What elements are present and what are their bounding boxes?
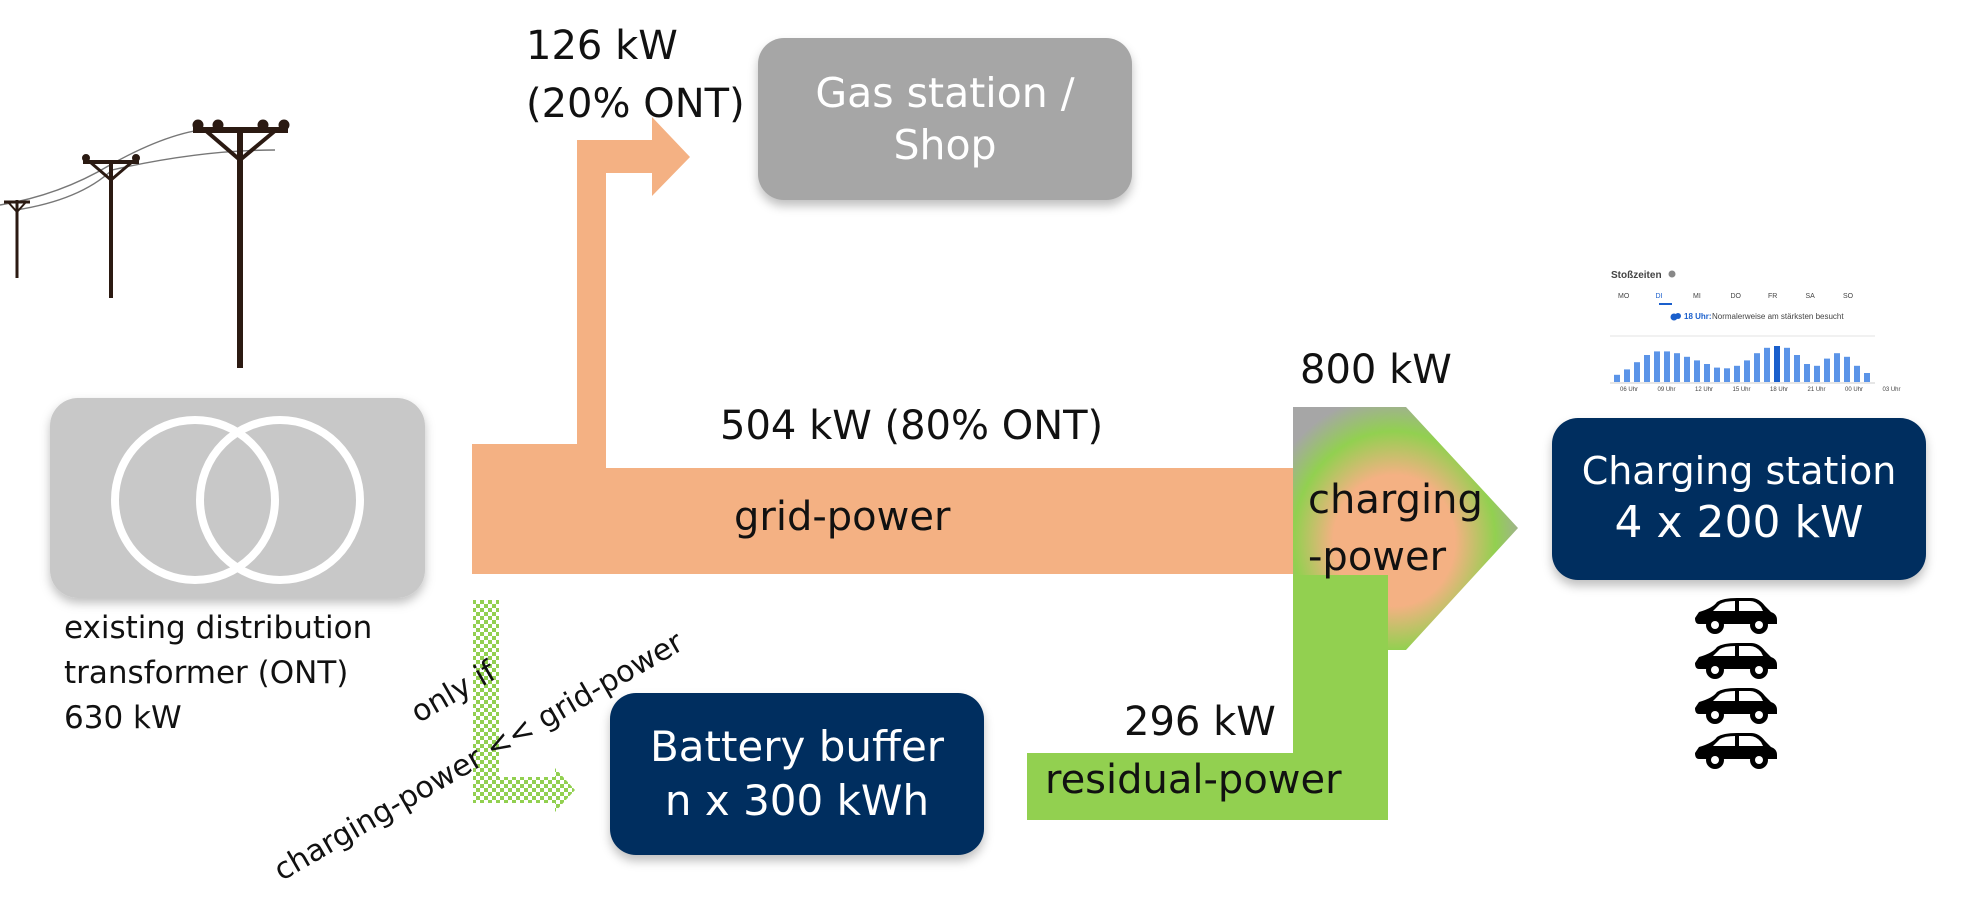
gas-station-power: 126 kW bbox=[526, 23, 678, 69]
peak-times-bar bbox=[1734, 365, 1740, 382]
peak-times-hour: 15 Uhr bbox=[1732, 387, 1751, 393]
charging-power-value: 800 kW bbox=[1300, 347, 1452, 393]
peak-times-bar bbox=[1784, 347, 1790, 382]
gas-station-flow-arrow bbox=[577, 117, 690, 445]
peak-times-hour: 18 Uhr bbox=[1770, 387, 1789, 393]
peak-times-chart bbox=[1614, 346, 1870, 382]
peak-times-bar bbox=[1804, 364, 1810, 382]
peak-times-hour: 06 Uhr bbox=[1620, 387, 1639, 393]
gas-station-share: (20% ONT) bbox=[526, 81, 745, 127]
car-icon bbox=[1695, 643, 1777, 679]
charging-station-label-line1: Charging station bbox=[1581, 448, 1897, 493]
residual-power-label: residual-power bbox=[1045, 757, 1342, 803]
peak-times-day[interactable]: MI bbox=[1693, 293, 1701, 300]
peak-times-highlight-time: 18 Uhr: bbox=[1684, 312, 1712, 321]
residual-power-value: 296 kW bbox=[1124, 699, 1276, 745]
charging-power-label-line1: charging bbox=[1308, 477, 1483, 523]
peak-times-bar bbox=[1864, 373, 1870, 382]
peak-times-bar bbox=[1674, 353, 1680, 382]
peak-times-title: Stoßzeiten bbox=[1611, 270, 1662, 281]
peak-times-bar bbox=[1634, 362, 1640, 382]
charging-power-label-line2: -power bbox=[1308, 534, 1447, 580]
grid-power-label: grid-power bbox=[734, 494, 951, 540]
battery-label-line2: n x 300 kWh bbox=[664, 776, 930, 825]
peak-times-bar bbox=[1794, 355, 1800, 382]
transformer-icon bbox=[50, 398, 425, 598]
peak-times-bar bbox=[1654, 351, 1660, 382]
power-pole-icon bbox=[0, 119, 290, 368]
transformer-label-line2: transformer (ONT) bbox=[64, 655, 349, 691]
gas-station-label-line2: Shop bbox=[893, 121, 997, 169]
peak-times-hour: 00 Uhr bbox=[1845, 387, 1864, 393]
charging-station-label-line2: 4 x 200 kW bbox=[1614, 497, 1864, 549]
peak-times-bar bbox=[1844, 356, 1850, 382]
peak-times-bar bbox=[1724, 368, 1730, 382]
grid-power-value: 504 kW (80% ONT) bbox=[720, 403, 1104, 449]
peak-times-bar bbox=[1624, 369, 1630, 382]
transformer-capacity: 630 kW bbox=[64, 700, 182, 736]
peak-times-bar bbox=[1824, 358, 1830, 382]
help-icon bbox=[1668, 270, 1676, 278]
peak-times-hour: 03 Uhr bbox=[1882, 387, 1901, 393]
car-icon bbox=[1695, 598, 1777, 634]
peak-times-bar bbox=[1704, 364, 1710, 382]
peak-times-bar bbox=[1694, 360, 1700, 382]
peak-times-bar bbox=[1744, 360, 1750, 382]
peak-times-bar bbox=[1644, 355, 1650, 382]
battery-label-line1: Battery buffer bbox=[649, 722, 945, 772]
peak-times-bar bbox=[1814, 365, 1820, 382]
peak-times-bar bbox=[1614, 374, 1620, 382]
cars-group bbox=[1695, 598, 1777, 769]
peak-times-day[interactable]: MO bbox=[1618, 293, 1630, 300]
charging-station-box: Charging station 4 x 200 kW bbox=[1552, 418, 1926, 580]
transformer-label-line1: existing distribution bbox=[64, 610, 373, 646]
people-icon-secondary bbox=[1675, 313, 1681, 319]
peak-times-hour: 12 Uhr bbox=[1695, 387, 1714, 393]
peak-times-day[interactable]: SO bbox=[1843, 293, 1854, 300]
peak-times-hour: 09 Uhr bbox=[1657, 387, 1676, 393]
gas-station-label-line1: Gas station / bbox=[815, 68, 1075, 117]
car-icon bbox=[1695, 733, 1777, 769]
car-icon bbox=[1695, 688, 1777, 724]
peak-times-bar bbox=[1834, 353, 1840, 382]
peak-times-bar bbox=[1764, 347, 1770, 382]
peak-times-bar bbox=[1714, 367, 1720, 382]
battery-charge-arrow bbox=[473, 600, 575, 812]
gas-station-box: Gas station / Shop bbox=[758, 38, 1132, 200]
peak-times-highlight-text: Normalerweise am stärksten besucht bbox=[1712, 312, 1844, 321]
peak-times-bar bbox=[1774, 346, 1780, 382]
residual-power-flow bbox=[1027, 575, 1388, 820]
grid-power-flow bbox=[472, 444, 1345, 574]
peak-times-day[interactable]: FR bbox=[1768, 293, 1778, 300]
peak-times-day[interactable]: DO bbox=[1730, 293, 1742, 300]
peak-times-hour: 21 Uhr bbox=[1807, 387, 1826, 393]
peak-times-bar bbox=[1754, 353, 1760, 382]
peak-times-day[interactable]: SA bbox=[1805, 293, 1815, 300]
peak-times-bar bbox=[1664, 351, 1670, 382]
peak-times-day[interactable]: DI bbox=[1655, 293, 1663, 300]
peak-times-bar bbox=[1854, 365, 1860, 382]
battery-buffer-box: Battery buffer n x 300 kWh bbox=[610, 693, 984, 855]
peak-times-bar bbox=[1684, 356, 1690, 382]
